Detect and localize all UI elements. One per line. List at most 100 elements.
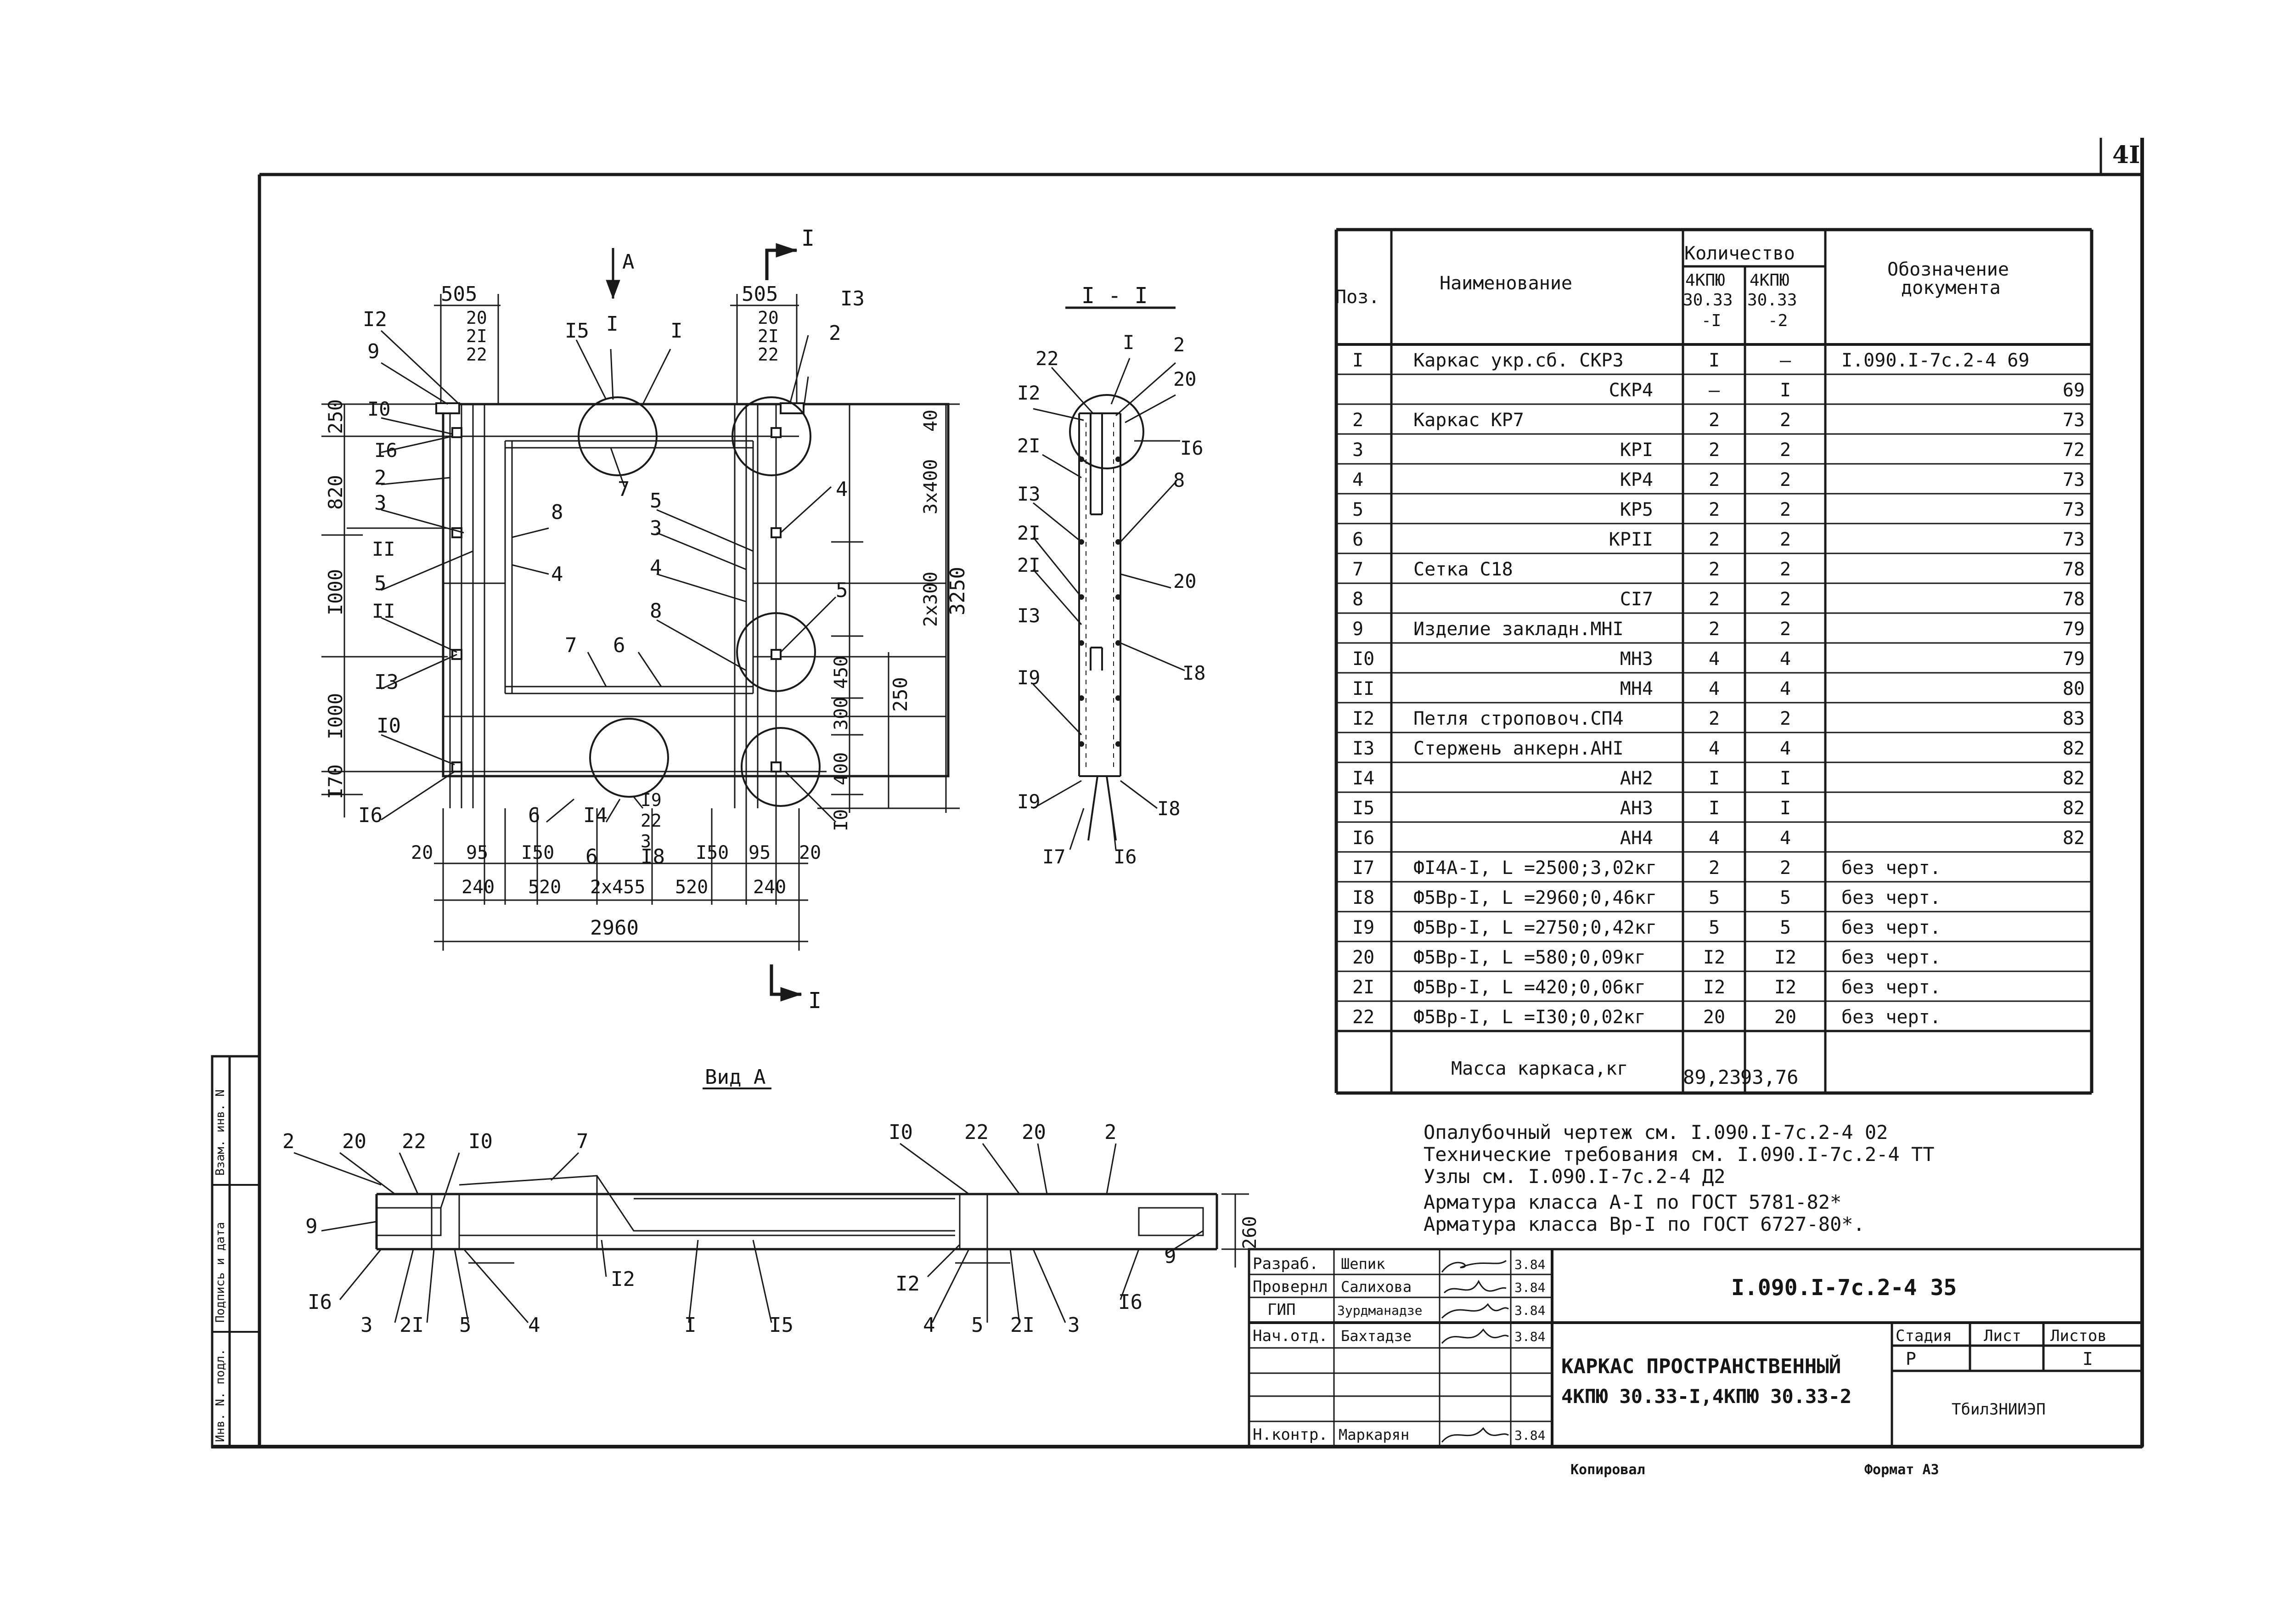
spec-row-name: Ф5Вр-I, L =I30;0,02кг [1413, 1007, 1646, 1028]
spec-row-name: СI7 [1620, 589, 1653, 610]
spec-row-name: КР4 [1620, 469, 1653, 490]
spec-row-qty-1: 4 [1709, 828, 1720, 849]
callout: 2 [1104, 1121, 1117, 1144]
spec-row-qty-2: 2 [1780, 410, 1791, 431]
title-block: Разраб. Провернл ГИП Нач.отд. Н.контр. Ш… [1248, 1248, 2144, 1448]
spec-row-pos: I8 [1352, 887, 1374, 908]
spec-header-col2-a: 4КПЮ [1750, 271, 1790, 290]
spec-row-qty-1: 2 [1709, 619, 1720, 640]
dim-left-4: I70 [324, 764, 347, 799]
callout: 5 [836, 579, 848, 602]
note-line: Технические требования см. I.090.I-7с.2-… [1424, 1143, 1935, 1166]
callout: 8 [1173, 469, 1185, 491]
callout: 9 [367, 340, 380, 363]
spec-header-col2-b: 30.33 [1747, 291, 1797, 310]
callout: I6 [308, 1291, 332, 1314]
spec-row-pos: 22 [1352, 1007, 1374, 1028]
section-title: I - I [1081, 283, 1148, 309]
tb-code: I.090.I-7с.2-4 35 [1731, 1275, 1957, 1301]
spec-row-name: МН4 [1620, 678, 1653, 699]
callout: I6 [374, 439, 398, 462]
spec-row-pos: II [1352, 678, 1374, 699]
spec-row-name: КРII [1609, 529, 1653, 550]
spec-row-doc: без черт. [1841, 857, 1941, 879]
spec-row-name: Стержень анкерн.АНI [1413, 738, 1624, 759]
spec-row-pos: I0 [1352, 648, 1374, 670]
callout: 2I [1017, 434, 1041, 457]
tb-name: Маркарян [1339, 1426, 1409, 1443]
spec-mass-2: 93,76 [1740, 1066, 1798, 1088]
section-view [1032, 306, 1185, 850]
spec-row-name: СКР4 [1609, 380, 1653, 401]
section-label-top: I [801, 225, 815, 251]
callout: I6 [1114, 845, 1137, 868]
callout: 4 [836, 478, 848, 501]
callout: 6 [528, 804, 540, 827]
dim-left-2: I000 [324, 569, 347, 615]
spec-row-qty-2: 4 [1780, 678, 1791, 699]
callout: I7 [1042, 845, 1066, 868]
callout: 2I [1010, 1313, 1035, 1337]
spec-row-qty-2: I2 [1774, 947, 1796, 968]
notes: Опалубочный чертеж см. I.090.I-7с.2-4 02… [1424, 1121, 1935, 1235]
callout: II [372, 600, 395, 622]
callout: 20 [758, 308, 779, 328]
spec-row-qty-1: I [1709, 798, 1720, 819]
spec-row-qty-1: 2 [1709, 469, 1720, 490]
dim-right-0: 40 [920, 410, 941, 432]
spec-row-name: АН4 [1620, 828, 1653, 849]
spec-row-qty-1: 2 [1709, 440, 1720, 461]
spec-row-name: Ф5Вр-I, L =2750;0,42кг [1413, 917, 1657, 938]
callout: 2 [829, 321, 841, 345]
callout: I [606, 312, 619, 336]
tb-date: 3.84 [1514, 1428, 1545, 1443]
spec-row-pos: I9 [1352, 917, 1374, 938]
spec-row-name: Ф5Вр-I, L =2960;0,46кг [1413, 887, 1657, 908]
spec-row-name: ФI4А-I, L =2500;3,02кг [1413, 857, 1657, 879]
callout: I9 [641, 790, 662, 810]
tb-name: Бахтадзе [1341, 1327, 1412, 1345]
spec-row-qty-1: 20 [1703, 1007, 1725, 1028]
plan-view [321, 243, 960, 1002]
tb-title-1: КАРКАС ПРОСТРАНСТВЕННЫЙ [1561, 1354, 1841, 1378]
callout: 3 [641, 831, 651, 851]
spec-row-name: Ф5Вр-I, L =420;0,06кг [1413, 977, 1646, 998]
note-line: Арматура класса А-I по ГОСТ 5781-82* [1424, 1191, 1841, 1213]
spec-row-qty-1: 4 [1709, 738, 1720, 759]
dim-bottom-7: I50 [696, 842, 729, 863]
spec-row-qty-2: 5 [1780, 887, 1791, 908]
spec-row-qty-2: 4 [1780, 648, 1791, 670]
callout: 4 [551, 563, 563, 586]
spec-row-name: Каркас укр.сб. СКР3 [1413, 350, 1624, 371]
spec-header-col1-c: -I [1701, 311, 1721, 330]
section-annotations: I - I 22 I 2 20 I2 I6 2I 8 I3 2I 20 2I I… [1017, 283, 1206, 868]
callout: I2 [363, 308, 387, 331]
callout: 22 [1035, 347, 1059, 370]
tb-role: Нач.отд. [1253, 1327, 1328, 1345]
view-arrow-label: А [622, 250, 635, 274]
callout: 20 [1173, 570, 1197, 592]
dim-bottom-10: 20 [799, 842, 821, 863]
callout: 22 [758, 344, 779, 365]
callout: I0 [889, 1121, 913, 1144]
spec-row-doc: 80 [2063, 678, 2085, 699]
callout: I2 [1017, 382, 1041, 404]
spec-row-doc: без черт. [1841, 917, 1941, 938]
footer-copied: Копировал [1570, 1462, 1645, 1478]
callout: 20 [1173, 368, 1197, 390]
callout: 2I [1017, 554, 1041, 576]
spec-row-name: АН3 [1620, 798, 1653, 819]
spec-row-qty-2: I [1780, 798, 1791, 819]
spec-row-qty-2: – [1780, 350, 1791, 371]
tb-sheets-header: Листов [2050, 1327, 2107, 1345]
callout: I8 [1182, 662, 1206, 684]
spec-row-qty-2: 5 [1780, 917, 1791, 938]
spec-row-pos: 2I [1352, 977, 1374, 998]
spec-header-qty: Количество [1684, 243, 1795, 264]
spec-row-name: Петля строповоч.СП4 [1413, 708, 1624, 729]
spec-header-col1-a: 4КПЮ [1685, 271, 1725, 290]
spec-row-qty-2: 2 [1780, 529, 1791, 550]
callout: I0 [377, 714, 401, 738]
